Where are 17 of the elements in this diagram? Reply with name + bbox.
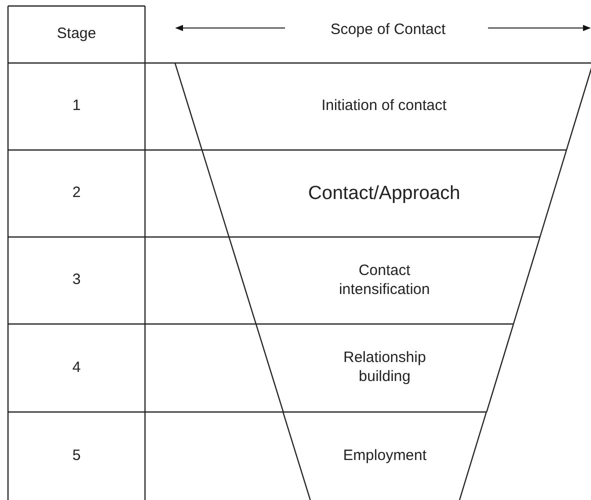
stage-label: Relationship building [342, 349, 427, 387]
funnel-segment [256, 324, 514, 412]
funnel-segment [175, 63, 591, 150]
funnel-segment [283, 412, 487, 500]
stage-number: 1 [72, 97, 81, 116]
stage-label: Contact/Approach [308, 182, 460, 206]
stage-number: 2 [72, 184, 81, 203]
column-header: Scope of Contact [330, 20, 446, 40]
stage-number: 4 [72, 358, 81, 378]
stage-label: Initiation of contact [321, 97, 447, 116]
column-header: Stage [56, 25, 96, 44]
funnel-segment [202, 150, 566, 237]
stage-label: Contact intensification [338, 262, 431, 300]
stage-number: 3 [72, 271, 81, 290]
stage-number: 5 [72, 446, 81, 466]
stage-label: Employment [343, 446, 427, 466]
funnel-segment [228, 237, 540, 324]
